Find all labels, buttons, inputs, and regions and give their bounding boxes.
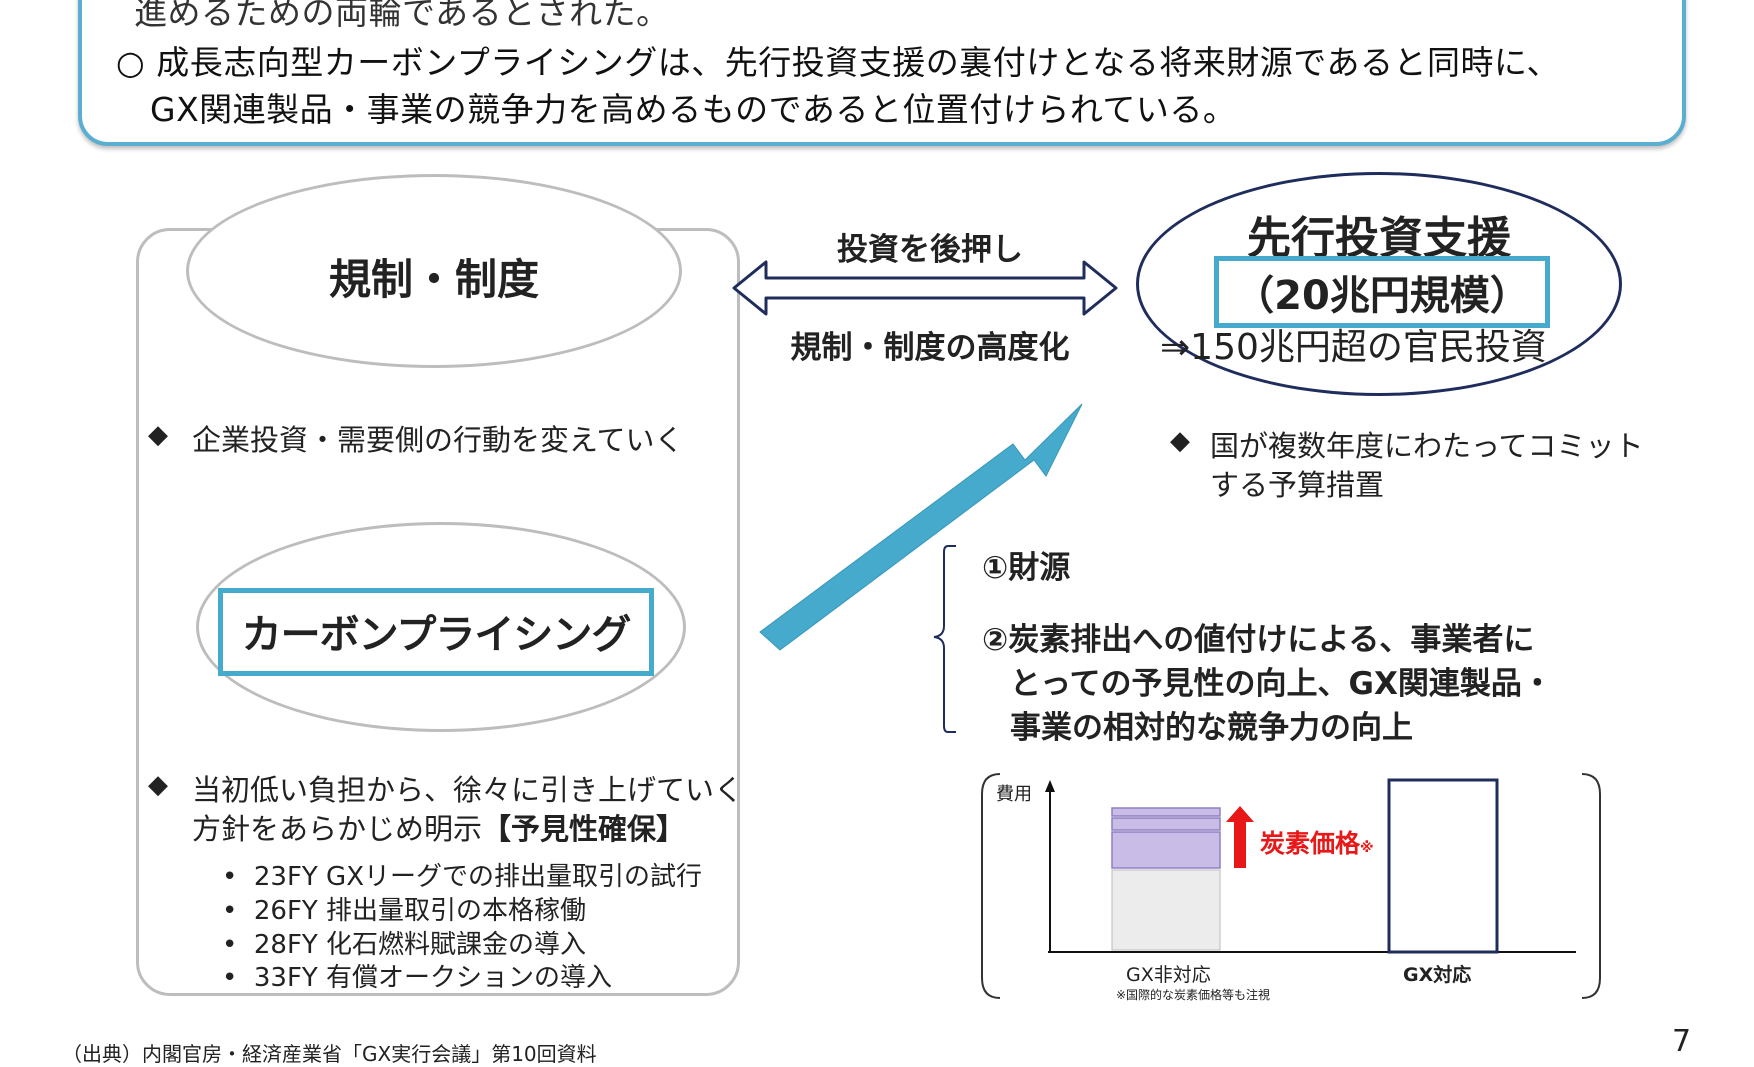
benefit-item-1: ①財源 bbox=[982, 550, 1071, 586]
regulation-ellipse bbox=[186, 174, 682, 368]
support-bullet-line1: 国が複数年度にわたってコミット bbox=[1210, 429, 1644, 463]
schedule-item: • 33FY 有償オークションの導入 bbox=[222, 963, 613, 993]
benefit-item-2-line1: ②炭素排出への値付けによる、事業者に bbox=[982, 622, 1535, 658]
summary-line-2: GX関連製品・事業の競争力を高めるものであると位置付けられている。 bbox=[150, 90, 1237, 129]
double-arrow-icon bbox=[732, 260, 1118, 316]
policy-bullet-line2-prefix: 方針をあらかじめ明示 bbox=[192, 812, 483, 846]
chart-y-label: 費用 bbox=[996, 784, 1032, 805]
summary-line-1: ○ 成長志向型カーボンプライシングは、先行投資支援の裏付けとなる将来財源であると… bbox=[116, 43, 1560, 82]
policy-bullet-line2: 方針をあらかじめ明示【予見性確保】 bbox=[192, 806, 685, 848]
arrow-label-top: 投資を後押し bbox=[837, 232, 1023, 268]
diamond-bullet-icon: ◆ bbox=[1170, 426, 1190, 456]
schedule-item: • 23FY GXリーグでの排出量取引の試行 bbox=[222, 862, 703, 892]
schedule-item: • 28FY 化石燃料賦課金の導入 bbox=[222, 930, 587, 960]
carbon-price-text: 炭素価格 bbox=[1260, 829, 1361, 858]
predictability-label: 【予見性確保】 bbox=[482, 812, 686, 846]
cost-chart: 費用 炭素価格※ GX非対応 GX対応 ※国際的な炭素価格等も注視 bbox=[978, 770, 1604, 1002]
schedule-item-text: 33FY 有償オークションの導入 bbox=[253, 963, 613, 993]
regulation-bullet-text: 企業投資・需要側の行動を変えていく bbox=[192, 423, 684, 457]
support-scale-box bbox=[1214, 256, 1550, 328]
carbon-pricing-box bbox=[218, 588, 654, 676]
schedule-item: • 26FY 排出量取引の本格稼働 bbox=[222, 896, 587, 926]
policy-bullet-line1: 当初低い負担から、徐々に引き上げていく bbox=[192, 773, 744, 807]
summary-box: 進めるための両輪であるとされた。 ○ 成長志向型カーボンプライシングは、先行投資… bbox=[78, 0, 1686, 146]
support-bullet-line2: する予算措置 bbox=[1210, 468, 1385, 502]
support-scale: （20兆円規模） bbox=[1234, 273, 1530, 319]
benefit-item-2-line2: とっての予見性の向上、GX関連製品・ bbox=[1010, 666, 1553, 702]
page-number: 7 bbox=[1672, 1024, 1692, 1059]
diamond-bullet-icon: ◆ bbox=[148, 770, 168, 800]
chart-x-label: GX非対応 bbox=[1126, 964, 1211, 986]
chart-x-label: GX対応 bbox=[1403, 964, 1472, 986]
chart-frame bbox=[981, 773, 1601, 999]
carbon-price-mark: ※ bbox=[1360, 840, 1374, 856]
arrow-label-bottom: 規制・制度の高度化 bbox=[790, 330, 1070, 366]
schedule-item-text: 23FY GXリーグでの排出量取引の試行 bbox=[253, 862, 703, 892]
benefit-item-2-line3: 事業の相対的な競争力の向上 bbox=[1010, 710, 1413, 746]
support-title: 先行投資支援 bbox=[1247, 213, 1511, 264]
schedule-item-text: 28FY 化石燃料賦課金の導入 bbox=[253, 930, 587, 960]
carbon-pricing-title: カーボンプライシング bbox=[241, 612, 632, 658]
upward-arrow-icon bbox=[759, 403, 1083, 651]
curly-brace-icon bbox=[933, 545, 956, 733]
summary-line-clipped: 進めるための両輪であるとされた。 bbox=[134, 0, 670, 32]
diamond-bullet-icon: ◆ bbox=[148, 420, 168, 450]
chart-note: ※国際的な炭素価格等も注視 bbox=[1116, 988, 1271, 1002]
carbon-price-label: 炭素価格※ bbox=[1260, 824, 1374, 860]
source-citation: （出典）内閣官房・経済産業省「GX実行会議」第10回資料 bbox=[62, 1042, 597, 1066]
schedule-item-text: 26FY 排出量取引の本格稼働 bbox=[253, 896, 587, 926]
support-investment: ⇒150兆円超の官民投資 bbox=[1160, 327, 1547, 368]
regulation-title: 規制・制度 bbox=[328, 255, 539, 304]
